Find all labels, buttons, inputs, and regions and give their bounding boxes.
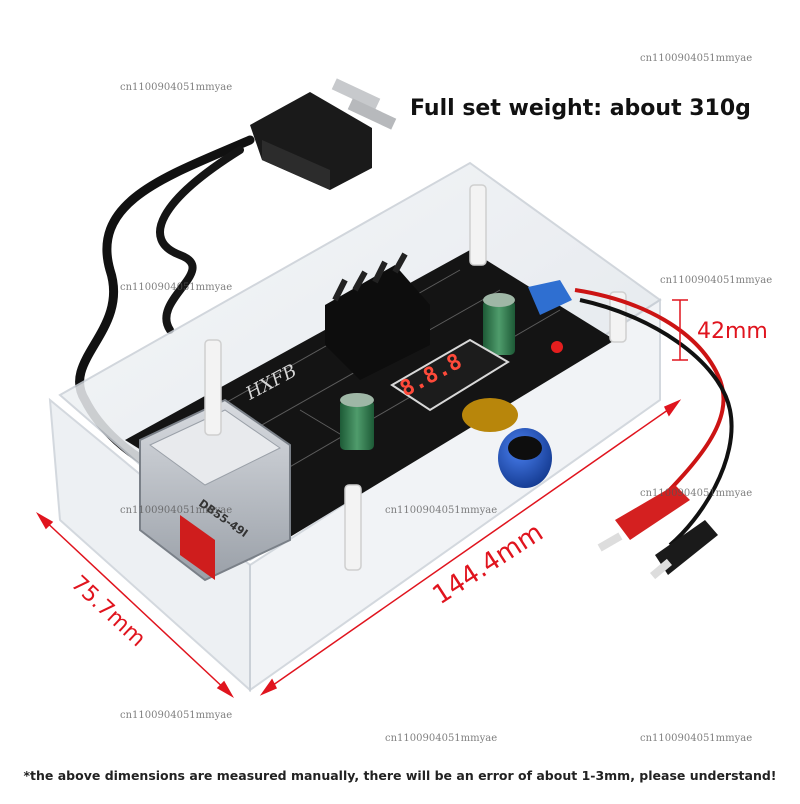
capacitor-left: [340, 393, 374, 450]
power-plug: [250, 78, 397, 190]
watermark: cn1100904051mmyae: [640, 733, 753, 744]
dimension-height-label: 42mm: [697, 319, 768, 344]
watermark: cn1100904051mmyae: [120, 505, 233, 516]
black-alligator-clip: [655, 520, 718, 575]
terminal-block: [528, 280, 572, 315]
indicator-led: [551, 341, 563, 353]
watermark: cn1100904051mmyae: [660, 275, 773, 286]
watermark: cn1100904051mmyae: [640, 53, 753, 64]
dimension-lines: [35, 299, 688, 699]
transformer: DB55-49I: [139, 398, 291, 582]
watermark: cn1100904051mmyae: [120, 710, 233, 721]
watermark: cn1100904051mmyae: [120, 82, 233, 93]
watermark: cn1100904051mmyae: [120, 282, 233, 293]
standoffs: [204, 184, 627, 571]
watermark: cn1100904051mmyae: [640, 488, 753, 499]
heatsink: [325, 252, 430, 380]
measurement-disclaimer: *the above dimensions are measured manua…: [23, 768, 777, 783]
test-leads: [574, 288, 734, 580]
watermark: cn1100904051mmyae: [385, 733, 498, 744]
voltage-knob: [462, 398, 552, 488]
weight-headline: Full set weight: about 310g: [410, 96, 751, 121]
watermark: cn1100904051mmyae: [385, 505, 498, 516]
capacitor-right: [483, 293, 515, 355]
red-alligator-clip: [615, 485, 690, 540]
